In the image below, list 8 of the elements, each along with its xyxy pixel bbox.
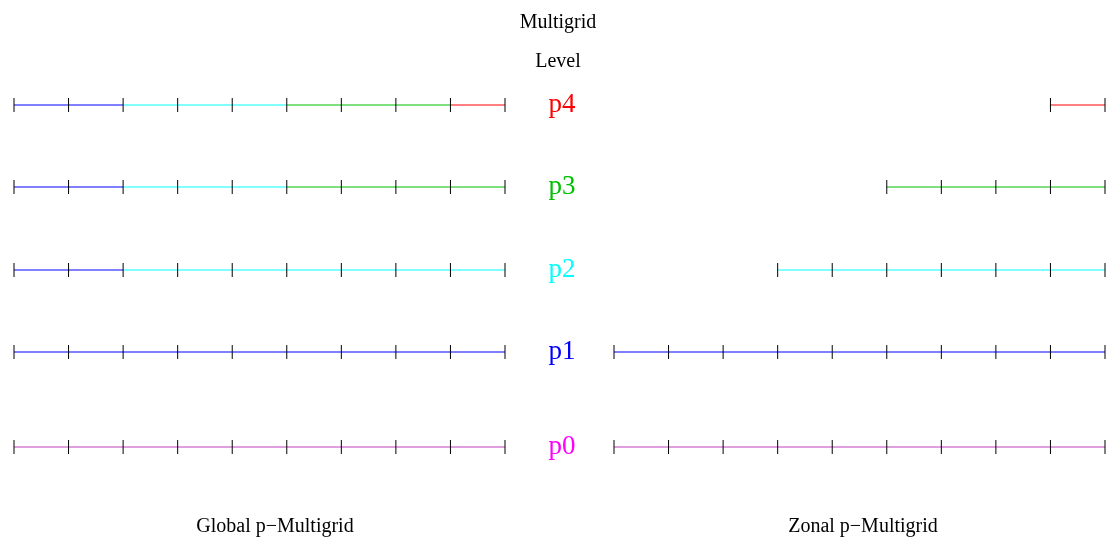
level-label: p3 xyxy=(547,170,577,200)
level-label: p2 xyxy=(547,253,577,283)
level-label: p0 xyxy=(547,430,577,460)
level-label: p1 xyxy=(547,335,577,365)
axis-title: Multigrid Level xyxy=(518,9,598,73)
panel-caption: Zonal p−Multigrid xyxy=(787,513,939,538)
panel-caption: Global p−Multigrid xyxy=(195,513,355,538)
level-label: p4 xyxy=(547,88,577,118)
